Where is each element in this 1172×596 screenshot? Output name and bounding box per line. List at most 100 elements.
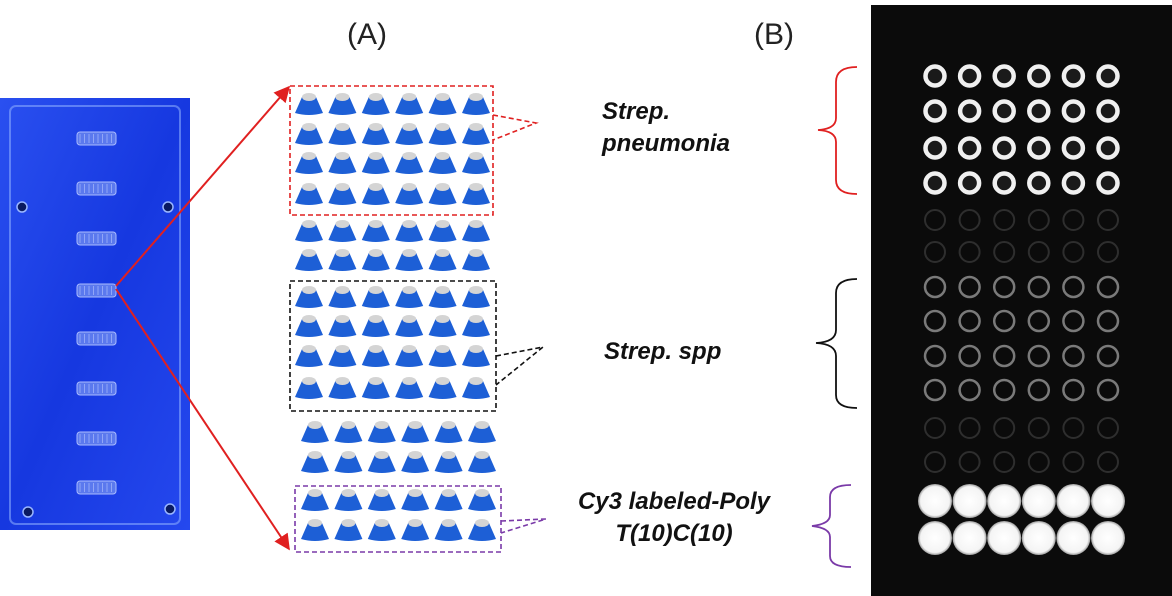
spot-cone bbox=[361, 249, 390, 271]
spot-cone bbox=[295, 249, 323, 271]
faint-ring-spot bbox=[992, 309, 1016, 333]
spot-cone bbox=[295, 152, 323, 174]
faint-ring-spot bbox=[1027, 309, 1051, 333]
spot-cone bbox=[468, 489, 496, 511]
faint-ring-spot bbox=[1027, 275, 1051, 299]
faint-ring-spot bbox=[992, 275, 1016, 299]
bright-ring-spot bbox=[1027, 171, 1051, 195]
spot-cone bbox=[334, 519, 363, 541]
bright-ring-spot bbox=[992, 136, 1016, 160]
faint-ring-spot bbox=[1027, 344, 1051, 368]
faint-ring-spot bbox=[1027, 378, 1051, 402]
bright-ring-spot bbox=[1061, 136, 1086, 160]
spot-cone bbox=[328, 93, 357, 115]
spot-cone bbox=[295, 123, 323, 145]
slide-well bbox=[76, 283, 117, 298]
spot-cone bbox=[468, 519, 496, 541]
background-ring-spot bbox=[924, 241, 946, 263]
panel-label-b: (B) bbox=[754, 18, 794, 51]
spot-cone bbox=[395, 220, 424, 242]
bright-ring-spot bbox=[1027, 136, 1051, 160]
bright-ring-spot bbox=[1096, 136, 1120, 160]
spot-cone bbox=[328, 220, 357, 242]
background-ring-spot bbox=[1097, 451, 1119, 473]
pneumonia-brace bbox=[817, 66, 858, 195]
background-ring-spot bbox=[924, 209, 946, 231]
zoom-arrow-bottom bbox=[115, 288, 290, 551]
spot-cone bbox=[462, 315, 490, 337]
saturated-control-spot bbox=[1021, 521, 1056, 555]
strep-pneumonia-label-line2: pneumonia bbox=[602, 130, 731, 157]
glass-slide-photo bbox=[0, 98, 190, 530]
spot-cone bbox=[295, 286, 323, 308]
spot-cone bbox=[428, 152, 457, 174]
spot-cone bbox=[434, 421, 463, 443]
slide-well bbox=[76, 131, 117, 146]
background-ring-spot bbox=[958, 209, 981, 231]
spot-cone bbox=[462, 286, 490, 308]
spot-cone bbox=[301, 421, 329, 443]
fluorescence-spots bbox=[918, 64, 1125, 555]
bright-ring-spot bbox=[923, 99, 947, 123]
saturated-control-spot bbox=[1091, 484, 1125, 518]
background-ring-spot bbox=[1027, 241, 1050, 263]
spot-cone bbox=[428, 123, 457, 145]
spot-cone bbox=[361, 93, 390, 115]
background-ring-spot bbox=[958, 241, 981, 263]
strep-pneumonia-label-line1: Strep. bbox=[602, 98, 671, 125]
faint-ring-spot bbox=[923, 275, 947, 299]
spot-cone bbox=[401, 519, 430, 541]
bright-ring-spot bbox=[1027, 99, 1051, 123]
spot-cone bbox=[367, 451, 396, 473]
spot-cone bbox=[395, 377, 424, 399]
spot-cone bbox=[428, 249, 457, 271]
faint-ring-spot bbox=[1062, 344, 1085, 368]
spot-cone bbox=[361, 286, 390, 308]
slide-well bbox=[76, 181, 117, 196]
background-ring-spot bbox=[1062, 241, 1085, 263]
cy3-control-label-line2: T(10)C(10) bbox=[615, 520, 733, 547]
spot-cone bbox=[462, 377, 490, 399]
pneumonia-group-box bbox=[289, 85, 539, 216]
faint-ring-spot bbox=[1062, 378, 1085, 402]
background-ring-spot bbox=[993, 451, 1016, 473]
bright-ring-spot bbox=[1027, 64, 1051, 88]
spot-cone bbox=[468, 451, 496, 473]
spot-cone bbox=[367, 421, 396, 443]
spot-cone bbox=[328, 286, 357, 308]
bright-ring-spot bbox=[992, 171, 1016, 195]
faint-ring-spot bbox=[1096, 309, 1120, 333]
slide-wells bbox=[76, 131, 117, 495]
slide-well bbox=[76, 381, 117, 396]
bright-ring-spot bbox=[1061, 64, 1086, 88]
background-ring-spot bbox=[924, 451, 946, 473]
background-ring-spot bbox=[1027, 417, 1050, 439]
schematic-spot-array bbox=[295, 93, 496, 541]
saturated-control-spot bbox=[918, 484, 952, 518]
spot-cone bbox=[395, 315, 424, 337]
bright-ring-spot bbox=[992, 64, 1016, 88]
spot-cone bbox=[361, 345, 390, 367]
spot-cone bbox=[428, 345, 457, 367]
bright-ring-spot bbox=[1096, 171, 1120, 195]
spot-cone bbox=[401, 421, 430, 443]
bright-ring-spot bbox=[923, 136, 947, 160]
spot-cone bbox=[434, 451, 463, 473]
faint-ring-spot bbox=[992, 344, 1016, 368]
saturated-control-spot bbox=[1091, 521, 1125, 555]
spot-cone bbox=[462, 152, 490, 174]
background-ring-spot bbox=[1097, 417, 1119, 439]
faint-ring-spot bbox=[958, 378, 981, 402]
spot-cone bbox=[434, 489, 463, 511]
fluorescence-scan-image bbox=[871, 5, 1172, 596]
slide-well bbox=[76, 331, 117, 346]
spp-brace bbox=[815, 278, 858, 409]
spot-cone bbox=[295, 315, 323, 337]
background-ring-spot bbox=[993, 209, 1016, 231]
background-ring-spot bbox=[993, 241, 1016, 263]
spot-cone bbox=[328, 152, 357, 174]
bright-ring-spot bbox=[1061, 99, 1086, 123]
saturated-control-spot bbox=[952, 521, 987, 555]
bright-ring-spot bbox=[957, 99, 982, 123]
